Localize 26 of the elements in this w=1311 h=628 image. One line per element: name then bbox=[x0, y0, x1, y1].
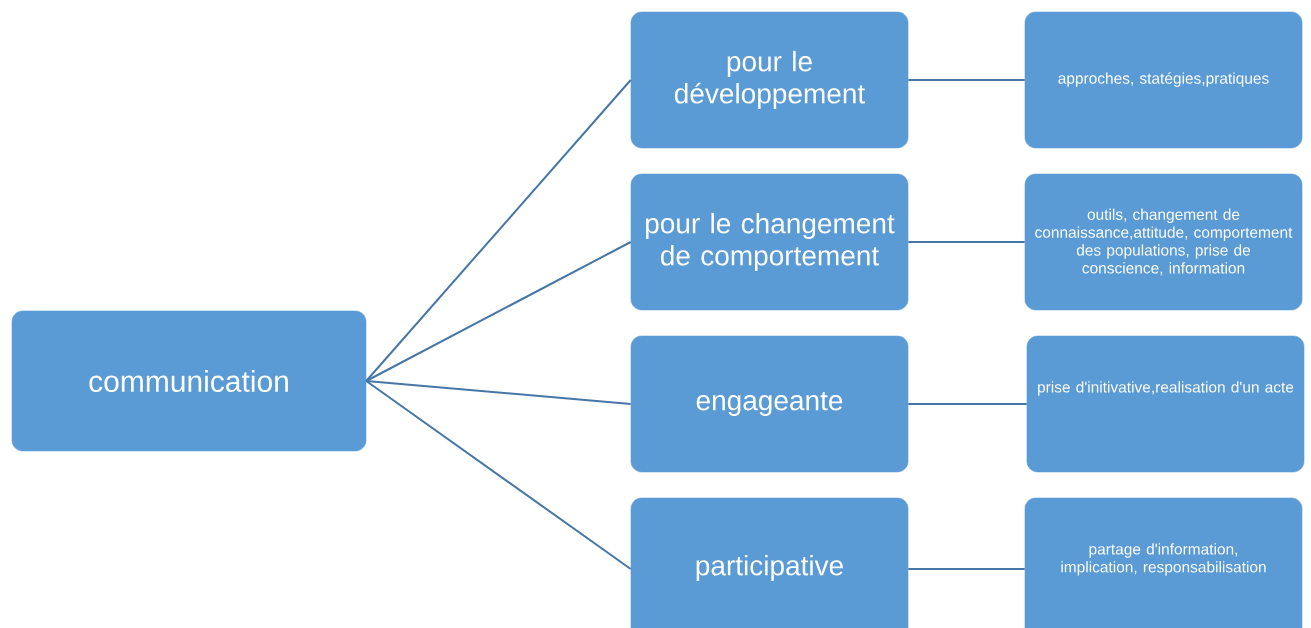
connector-line bbox=[907, 79, 1026, 81]
root-box bbox=[11, 310, 367, 452]
detail-box bbox=[1026, 335, 1305, 473]
node-label: pour le changement de comportement bbox=[646, 212, 895, 272]
node-label: engageante bbox=[696, 392, 843, 416]
category-box bbox=[630, 173, 909, 311]
detail-box bbox=[1024, 11, 1303, 149]
connector-line bbox=[365, 380, 632, 570]
connector-line bbox=[365, 380, 632, 405]
node-label: pour le développement bbox=[674, 50, 865, 110]
category-box bbox=[630, 497, 909, 628]
node-label: communication bbox=[89, 369, 288, 393]
detail-box bbox=[1024, 173, 1303, 311]
connector-line bbox=[907, 568, 1026, 570]
connector-line bbox=[907, 241, 1026, 243]
category-box bbox=[630, 335, 909, 473]
node-label: prise d'initivative,realisation d'un acte bbox=[1038, 381, 1294, 396]
category-box bbox=[630, 11, 909, 149]
connector-line bbox=[365, 241, 632, 382]
node-label: participative bbox=[696, 554, 843, 582]
connector-line bbox=[907, 403, 1028, 405]
node-label: approches, statégies,pratiques bbox=[1058, 72, 1269, 87]
node-label: outils, changement de connaissance,attitude, comportement des populations, prise de conscience, information bbox=[1035, 208, 1293, 276]
node-label: partage d'information, implication, responsabilisation bbox=[1061, 543, 1266, 576]
detail-box bbox=[1024, 497, 1303, 628]
connector-line bbox=[365, 79, 632, 382]
